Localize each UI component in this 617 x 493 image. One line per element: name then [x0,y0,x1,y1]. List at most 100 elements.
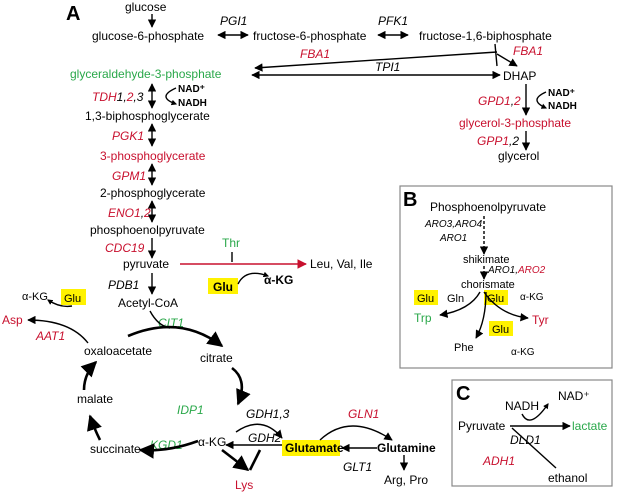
glu-left-label: Glu [417,293,434,305]
nadh-label-1: NADH [178,98,207,109]
gpp-comma: , [509,134,512,148]
fba1-enzyme-left: FBA1 [300,47,330,61]
tdh-isoform-1: 1 [117,90,124,104]
chorismate-to-phe-arrow [475,291,487,339]
oaa-to-asp-arrow [27,315,89,344]
nad-plus-label-c: NAD⁺ [558,389,590,403]
glyceraldehyde-3-phosphate-label: glyceraldehyde-3-phosphate [70,67,222,81]
akg-bottom-label: α-KG [511,347,535,358]
aro2-enzyme: ARO2 [517,265,546,276]
citrate-to-akg-arrow [231,366,251,406]
succinate-label: succinate [90,442,141,456]
panel-b-pep-label: Phosphoenolpyruvate [430,200,546,214]
gpp-prefix: GPP [477,134,502,148]
pgk1-enzyme: PGK1 [112,129,144,143]
gpd-prefix: GPD [478,94,504,108]
glu-bottom-label: Glu [492,324,509,336]
aro1-enzyme-top: ARO1 [439,233,467,244]
panel-b-box [399,185,613,369]
fructose-1-6-biphosphate-label: fructose-1,6-biphosphate [419,29,552,43]
thr-label: Thr [222,236,240,250]
gpd-isoform-1: 1 [504,94,511,108]
glutamate-to-lys-line [248,449,262,471]
chorismate-to-trp-arrow [439,291,481,318]
3-phosphoglycerate-label: 3-phosphoglycerate [100,149,206,163]
succinate-to-malate-arrow [87,414,102,441]
tdh-isoform-2: 2 [126,90,134,104]
gpp-enzyme: GPP1,2 [477,134,519,148]
akg-label-1: α-KG [264,273,293,287]
gln1-arrow [319,425,393,441]
pyruvate-to-ethanol-line [511,427,557,469]
gpp-isoform-2: 2 [511,134,519,148]
nadh-label-2: NADH [548,101,577,112]
lys-label: Lys [235,478,253,492]
adh1-enzyme: ADH1 [482,454,515,468]
cdc19-enzyme: CDC19 [105,241,145,255]
ethanol-label: ethanol [548,471,587,485]
leu-val-ile-label: Leu, Val, Ile [310,257,373,271]
eno-isoform-2: 2 [143,206,151,220]
pyruvate-label: pyruvate [123,257,169,271]
pgi1-enzyme: PGI1 [220,14,247,28]
1-3-biphosphoglycerate-label: 1,3-biphosphoglycerate [85,109,210,123]
nad-plus-label-1: NAD⁺ [178,84,205,95]
glutamine-label: Glutamine [377,441,436,455]
gdh13-arrow [235,423,283,439]
glucose-6-phosphate-label: glucose-6-phosphate [92,29,204,43]
gln1-enzyme: GLN1 [348,407,379,421]
gln-label: Gln [447,293,464,305]
pyruvate-label-c: Pyruvate [458,419,506,433]
panel-b-label: B [403,189,417,211]
panel-c-label: C [456,383,470,405]
phosphoenolpyruvate-label: phosphoenolpyruvate [90,223,205,237]
eno-isoform-1: 1 [134,206,141,220]
gpp-isoform-1: 1 [502,134,509,148]
malate-label: malate [77,392,113,406]
aro3-aro4-enzyme: ARO3,ARO4 [424,219,483,230]
chorismate-label: chorismate [461,279,515,291]
2-phosphoglycerate-label: 2-phosphoglycerate [100,186,206,200]
glu-bottom-highlight [489,321,513,336]
eno-enzyme: ENO1,2 [108,206,151,220]
gpm1-enzyme: GPM1 [112,169,146,183]
trp-label: Trp [414,311,432,325]
arg-pro-label: Arg, Pro [384,473,428,487]
glu-to-akg-curve-2 [47,299,73,308]
tdh-prefix: TDH [92,90,117,104]
tdh-enzyme: TDH1,2,3 [92,90,144,104]
asp-label: Asp [2,313,23,327]
akg-label-3: α-KG [198,435,226,449]
glu-mid-highlight [484,290,508,305]
eno-prefix: ENO [108,206,134,220]
malate-to-oaa-arrow [80,360,98,391]
nadh-label-c: NADH [505,399,539,413]
panel-c-box [451,379,613,487]
tdh-comma-2: , [133,90,136,104]
panel-a-label: A [66,3,80,25]
akg-top-label: α-KG [520,292,544,303]
oxaloacetate-label: oxaloacetate [84,344,152,358]
glycerol-label: glycerol [498,149,539,163]
glu-highlight-2 [61,289,86,305]
fba1-to-dhap-arrow [496,53,518,67]
nad-to-nadh-curve-1 [165,87,178,106]
acetyl-coa-label: Acetyl-CoA [118,296,178,310]
nad-plus-label-2: NAD⁺ [548,88,575,99]
gpd-isoform-2: 2 [513,94,521,108]
gdh2-enzyme: GDH2 [248,431,282,445]
akg-to-lys-arrow [221,448,250,472]
aro1-aro2-enzyme: ARO1,ARO2 [487,265,546,276]
nad-to-nadh-curve-2 [536,91,548,109]
glu-label-1: Glu [213,280,233,294]
glu-mid-label: Glu [487,293,504,305]
glutamate-label: Glutamate [285,441,344,455]
glu-to-akg-curve-1 [237,271,270,285]
gdh13-enzyme: GDH1,3 [246,407,290,421]
chorismate-to-tyr-arrow [483,291,529,322]
gpd-enzyme: GPD1,2 [478,94,521,108]
glucose-label: glucose [125,0,167,14]
akg-to-succinate-arrow [138,439,199,459]
